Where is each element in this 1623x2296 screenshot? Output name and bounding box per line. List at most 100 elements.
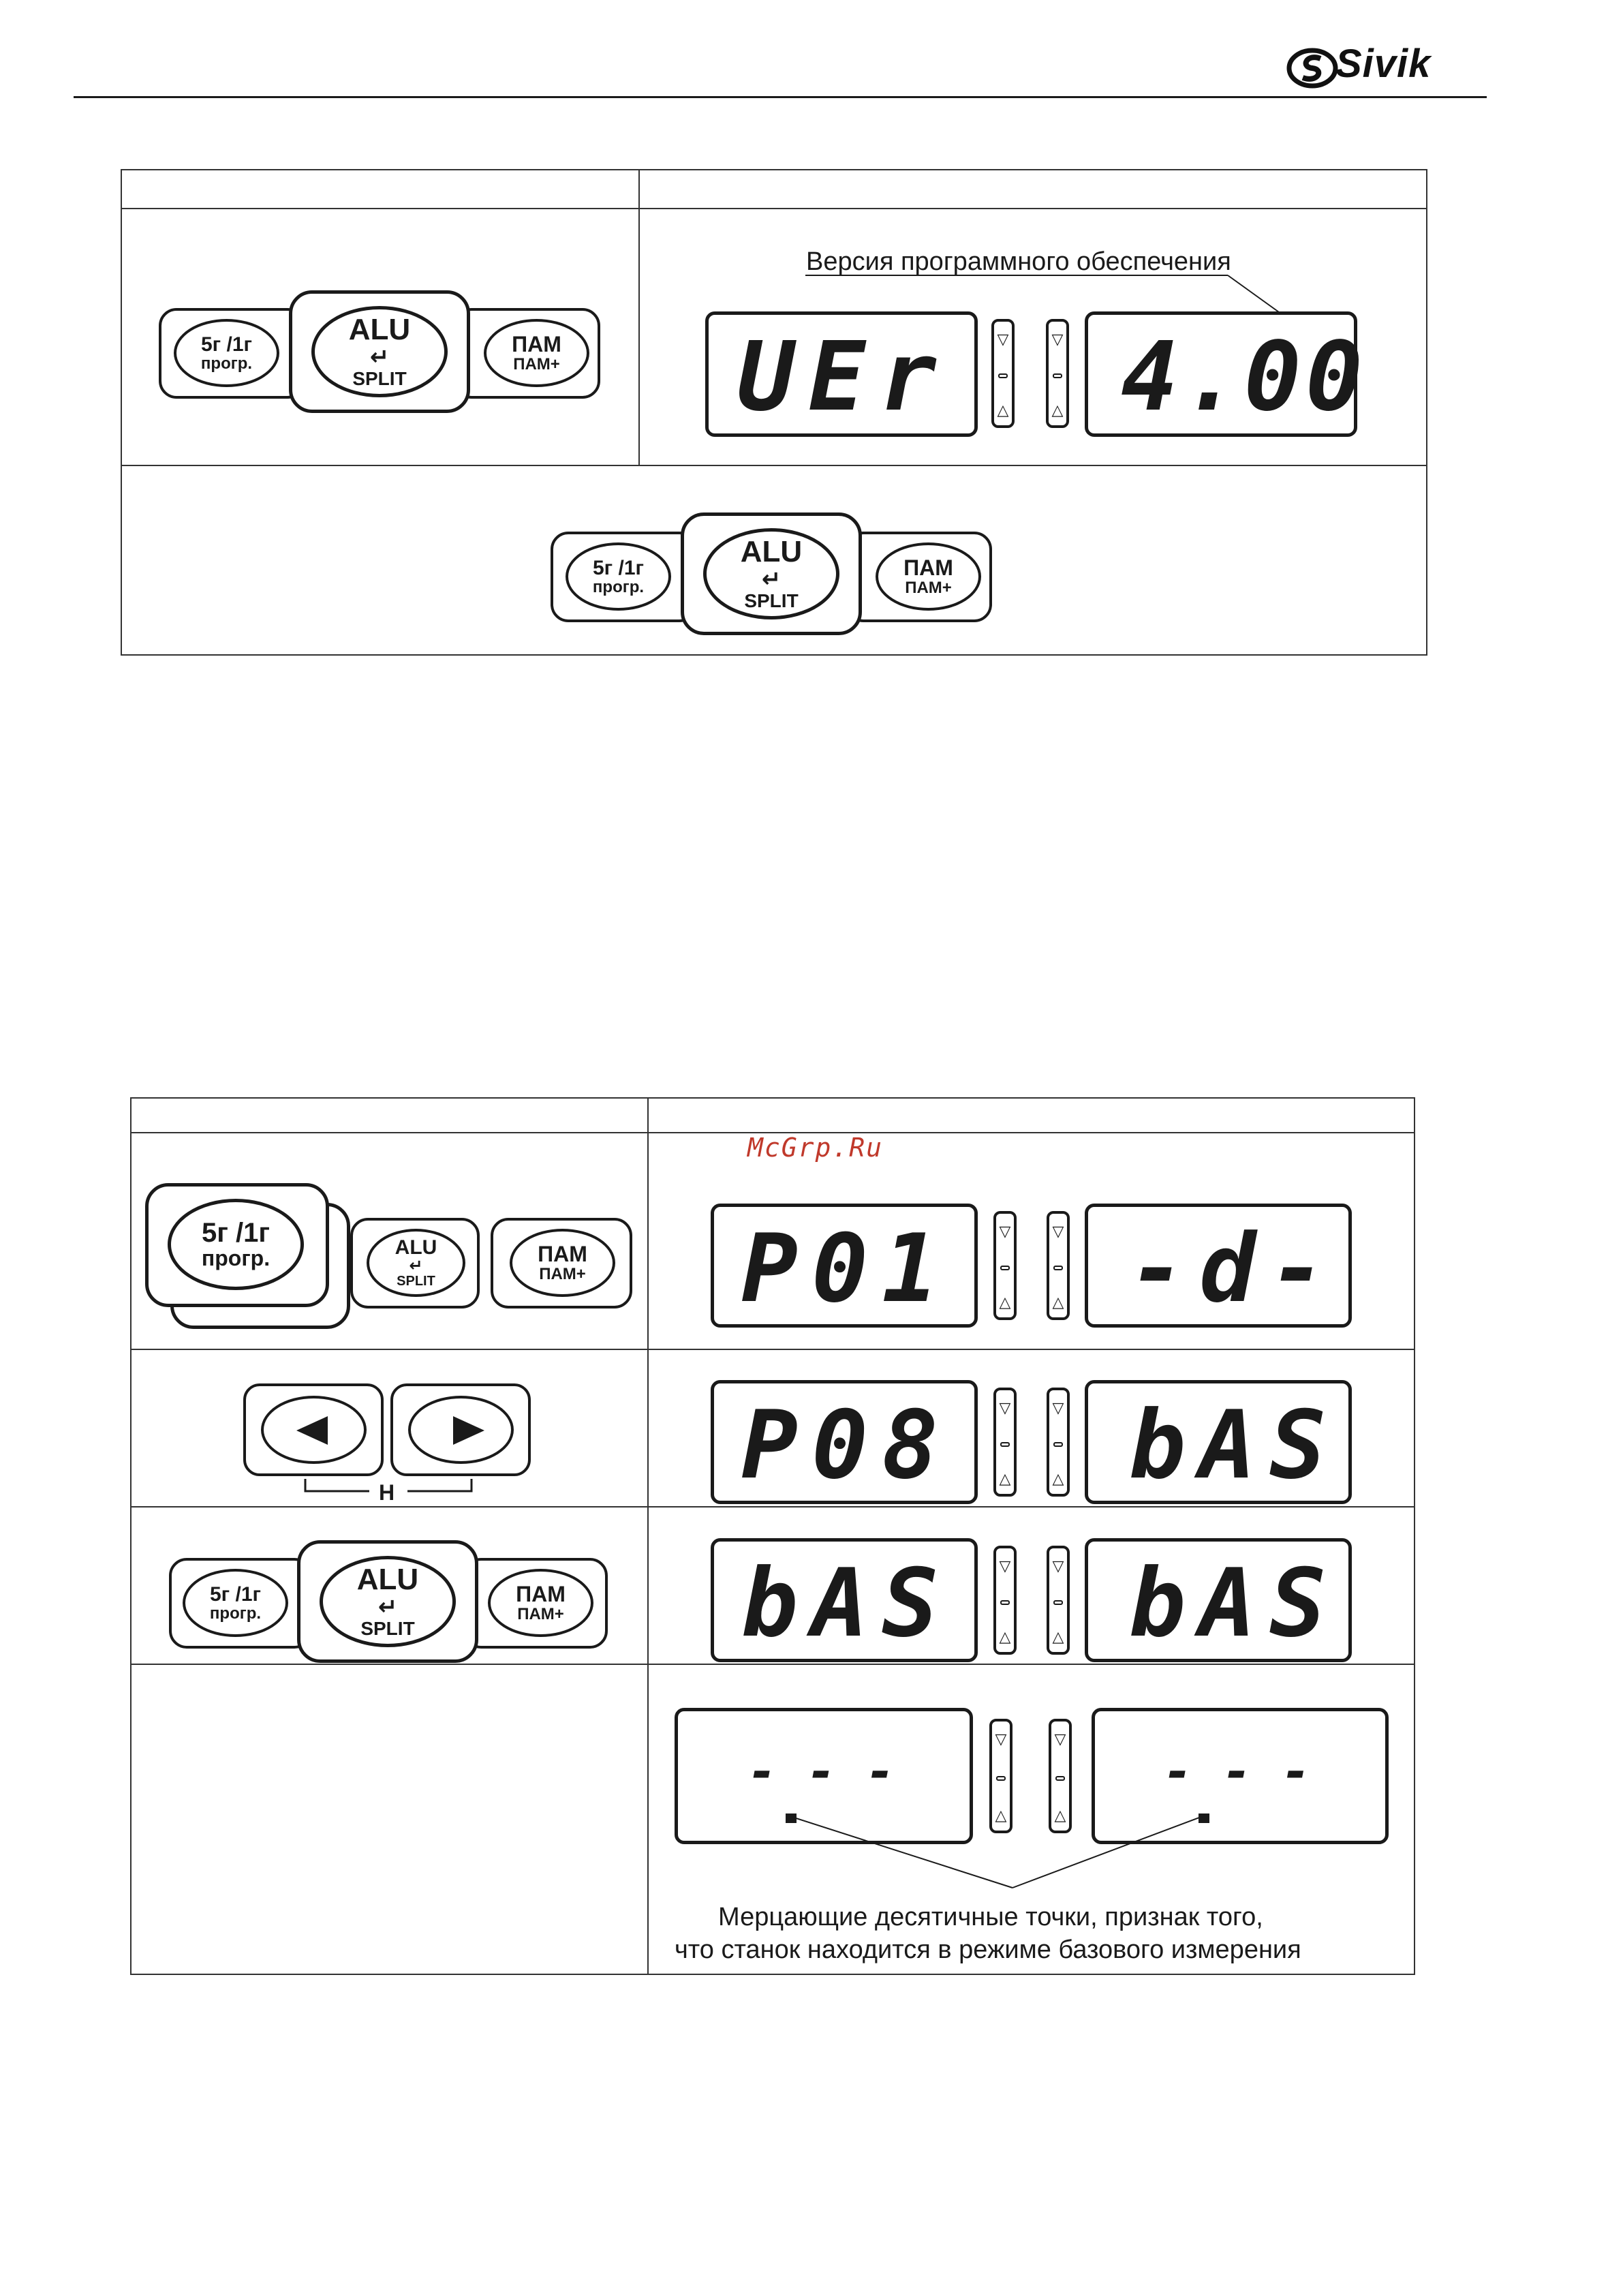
display-left: - - -: [675, 1708, 973, 1844]
key-5g-1g[interactable]: 5г /1г прогр.: [159, 308, 305, 399]
key-split-label: SPLIT: [352, 368, 407, 390]
key-5g-1g-oval: 5г /1г прогр.: [566, 542, 671, 611]
indicator-column: ▽ △: [993, 1388, 1017, 1497]
key-5g-1g-sublabel: прогр.: [592, 578, 645, 597]
arrow-up-icon: △: [997, 402, 1009, 419]
key-5g-1g-label: 5г /1г: [592, 556, 645, 579]
display-right: - - -: [1092, 1708, 1389, 1844]
dash-indicator-icon: [1000, 1442, 1010, 1447]
dash-indicator-icon: [996, 1776, 1006, 1781]
key-5g-1g-oval: 5г /1г прогр.: [183, 1569, 288, 1637]
dash-indicator-icon: [1053, 1600, 1063, 1605]
key-alu-label: ALU: [740, 535, 803, 569]
key-pam-plus-label: ПАМ+: [517, 1605, 564, 1624]
display-left-text: UEr: [737, 322, 950, 433]
indicator-column: ▽ △: [1049, 1719, 1072, 1833]
display-right: bAS: [1085, 1538, 1352, 1662]
arrow-up-icon: △: [1054, 1807, 1066, 1824]
key-alu-split[interactable]: ALU ↵ SPLIT: [289, 290, 470, 413]
key-pam[interactable]: ПАМ ПАМ+: [846, 532, 992, 622]
arrow-down-icon: ▽: [997, 331, 1009, 348]
key-5g-1g-label: 5г /1г: [209, 1582, 262, 1606]
display-right-text: bAS: [1129, 1390, 1340, 1500]
key-pam[interactable]: ПАМ ПАМ+: [454, 308, 600, 399]
key-alu-split[interactable]: ALU ↵ SPLIT: [297, 1540, 478, 1663]
arrow-up-icon: △: [1052, 1629, 1064, 1646]
arrow-down-icon: ▽: [1051, 331, 1064, 348]
key-5g-1g-sublabel: прогр.: [209, 1604, 262, 1623]
key-left[interactable]: [243, 1383, 384, 1476]
display-right: -d-: [1085, 1204, 1352, 1328]
indicator-column: ▽ △: [993, 1546, 1017, 1655]
display-left: P08: [711, 1380, 978, 1504]
caption-software-version: Версия программного обеспечения: [806, 247, 1231, 276]
arrow-down-icon: ▽: [999, 1400, 1011, 1417]
arrow-up-icon: △: [1052, 1471, 1064, 1488]
key-pam-oval: ПАМ ПАМ+: [876, 542, 981, 611]
key-pam-plus-label: ПАМ+: [539, 1265, 586, 1284]
display-right-text: 4.00: [1121, 322, 1367, 433]
indicator-column: ▽ △: [991, 319, 1015, 428]
display-left: P01: [711, 1204, 978, 1328]
enter-icon: ↵: [369, 344, 390, 371]
key-pam-label: ПАМ: [903, 555, 953, 580]
arrow-up-icon: △: [999, 1294, 1011, 1311]
decimal-point-blinking: [1199, 1813, 1209, 1823]
key-5g-1g-oval: 5г /1г прогр.: [174, 319, 279, 387]
dash-indicator-icon: [1053, 373, 1062, 378]
key-split-label: SPLIT: [744, 590, 799, 612]
display-left-text: bAS: [741, 1548, 953, 1658]
triangle-right-icon: [453, 1416, 484, 1445]
display-right-text: -d-: [1129, 1214, 1340, 1323]
hold-bracket-icon: [304, 1479, 473, 1493]
display-left: UEr: [705, 311, 978, 437]
key-alu-oval: ALU ↵ SPLIT: [367, 1229, 465, 1297]
dash-indicator-icon: [1053, 1442, 1063, 1447]
key-alu-oval: ALU ↵ SPLIT: [311, 306, 448, 397]
brand-logo-icon: [1286, 48, 1338, 89]
key-pam-oval: ПАМ ПАМ+: [488, 1569, 593, 1637]
key-pam-plus-label: ПАМ+: [905, 579, 952, 598]
key-pam[interactable]: ПАМ ПАМ+: [463, 1558, 608, 1649]
arrow-up-icon: △: [1051, 402, 1064, 419]
key-5g-1g-label: 5г /1г: [200, 333, 253, 356]
table-base-measurement: [130, 1097, 1415, 1975]
key-right[interactable]: [390, 1383, 531, 1476]
display-left: bAS: [711, 1538, 978, 1662]
key-pam[interactable]: ПАМ ПАМ+: [491, 1218, 632, 1308]
arrow-down-icon: ▽: [999, 1558, 1011, 1575]
indicator-column: ▽ △: [1047, 1388, 1070, 1497]
key-pam-oval: ПАМ ПАМ+: [484, 319, 589, 387]
key-alu-label: ALU: [395, 1236, 437, 1259]
key-alu-oval: ALU ↵ SPLIT: [703, 528, 839, 619]
brand-name: Sivik: [1335, 42, 1432, 86]
key-split-label: SPLIT: [397, 1274, 435, 1289]
key-alu-label: ALU: [356, 1563, 419, 1597]
key-pam-label: ПАМ: [516, 1581, 566, 1606]
display-left-text: P01: [741, 1214, 953, 1323]
key-5g-1g-sublabel: прогр.: [200, 354, 253, 373]
arrow-down-icon: ▽: [1054, 1731, 1066, 1748]
dash-indicator-icon: [1053, 1266, 1063, 1270]
arrow-down-icon: ▽: [1052, 1400, 1064, 1417]
key-5g-1g[interactable]: 5г /1г прогр.: [551, 532, 697, 622]
key-5g-1g[interactable]: 5г /1г прогр.: [169, 1558, 312, 1649]
indicator-column: ▽ △: [1047, 1211, 1070, 1320]
key-alu-split[interactable]: ALU ↵ SPLIT: [681, 512, 862, 635]
hold-label: H: [379, 1480, 395, 1505]
key-right-oval: [408, 1396, 514, 1464]
key-5g-1g-label: 5г /1г: [201, 1218, 270, 1249]
key-pam-oval: ПАМ ПАМ+: [510, 1229, 615, 1297]
key-split-label: SPLIT: [360, 1618, 415, 1640]
dash-indicator-icon: [1000, 1266, 1010, 1270]
arrow-up-icon: △: [999, 1471, 1011, 1488]
triangle-left-icon: [296, 1416, 328, 1445]
key-5g-1g[interactable]: 5г /1г прогр.: [145, 1183, 329, 1307]
indicator-column: ▽ △: [1046, 319, 1069, 428]
key-alu-oval: ALU ↵ SPLIT: [320, 1556, 456, 1647]
callout-lines: [787, 1815, 1205, 1888]
enter-icon: ↵: [409, 1257, 423, 1276]
key-alu-split[interactable]: ALU ↵ SPLIT: [350, 1218, 480, 1308]
key-pam-plus-label: ПАМ+: [513, 355, 560, 374]
display-right-text: - - -: [1163, 1743, 1311, 1800]
